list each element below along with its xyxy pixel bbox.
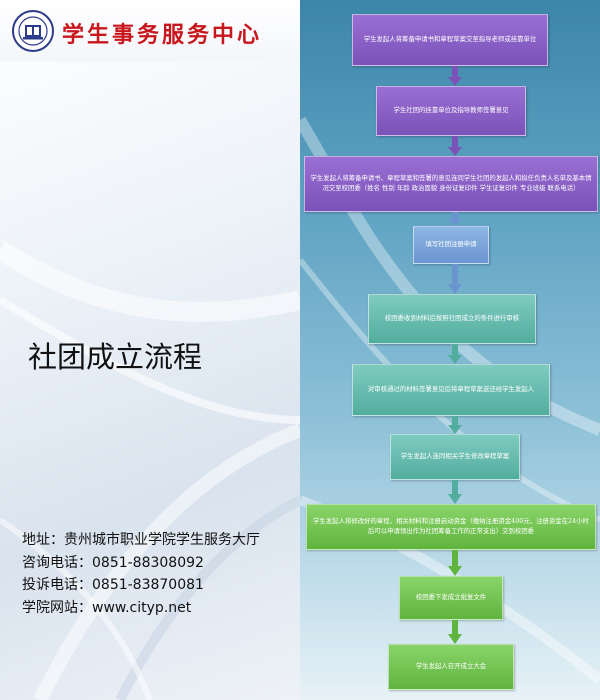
flow-step-2: 学生社团的挂靠单位及指导教师签署意见 <box>376 86 526 136</box>
header-bar: 学生事务服务中心 <box>0 0 300 62</box>
right-panel: 学生发起人将筹备申请书和章程草案交至指导老师或挂靠单位 学生社团的挂靠单位及指导… <box>300 0 600 700</box>
website-link[interactable]: 学院网站：www.cityp.net <box>22 599 192 616</box>
contact-info: 地址：贵州城市职业学院学生服务大厅 咨询电话：0851-88308092 投诉电… <box>22 529 260 619</box>
flow-arrow-8 <box>448 550 462 576</box>
address-text: 地址：贵州城市职业学院学生服务大厅 <box>22 532 260 548</box>
flow-arrow-3 <box>448 212 462 226</box>
flow-step-4: 填写社团注册申请 <box>413 226 489 264</box>
left-panel: 学生事务服务中心 社团成立流程 地址：贵州城市职业学院学生服务大厅 咨询电话：0… <box>0 0 300 700</box>
flow-step-3: 学生发起人将筹备申请书、章程草案和签署的意见连同学生社团的发起人和拟任负责人名单… <box>304 156 598 212</box>
page-title: 社团成立流程 <box>28 340 203 374</box>
flow-arrow-5 <box>448 344 462 364</box>
flow-arrow-4 <box>448 264 462 294</box>
flow-step-10: 学生发起人召开成立大会 <box>388 644 514 690</box>
flow-arrow-2 <box>448 136 462 156</box>
flow-step-9: 校团委下发成立批复文件 <box>399 576 503 620</box>
college-seal-icon <box>12 10 54 52</box>
flow-step-8: 学生发起人将修改好的章程、相关材料和注册启动资金（缴纳注册资金400元，注册资金… <box>306 504 596 550</box>
flow-arrow-1 <box>448 66 462 86</box>
org-name: 学生事务服务中心 <box>62 22 263 48</box>
flow-step-7: 学生发起人连同相关学生修改章程草案 <box>390 434 520 480</box>
consult-phone-text: 咨询电话：0851-88308092 <box>22 554 204 571</box>
flow-arrow-7 <box>448 480 462 504</box>
flow-arrow-9 <box>448 620 462 644</box>
flow-step-1: 学生发起人将筹备申请书和章程草案交至指导老师或挂靠单位 <box>352 14 548 66</box>
flow-step-5: 校团委收到材料后按照社团成立的条件进行审核 <box>368 294 536 344</box>
complaint-phone-text: 投诉电话：0851-83870081 <box>22 577 204 593</box>
flowchart: 学生发起人将筹备申请书和章程草案交至指导老师或挂靠单位 学生社团的挂靠单位及指导… <box>300 0 600 700</box>
flow-step-6: 对审核通过的材料签署意见后将章程草案返还给学生发起人 <box>352 364 550 416</box>
flow-arrow-6 <box>448 416 462 434</box>
background-swoosh <box>115 495 300 700</box>
